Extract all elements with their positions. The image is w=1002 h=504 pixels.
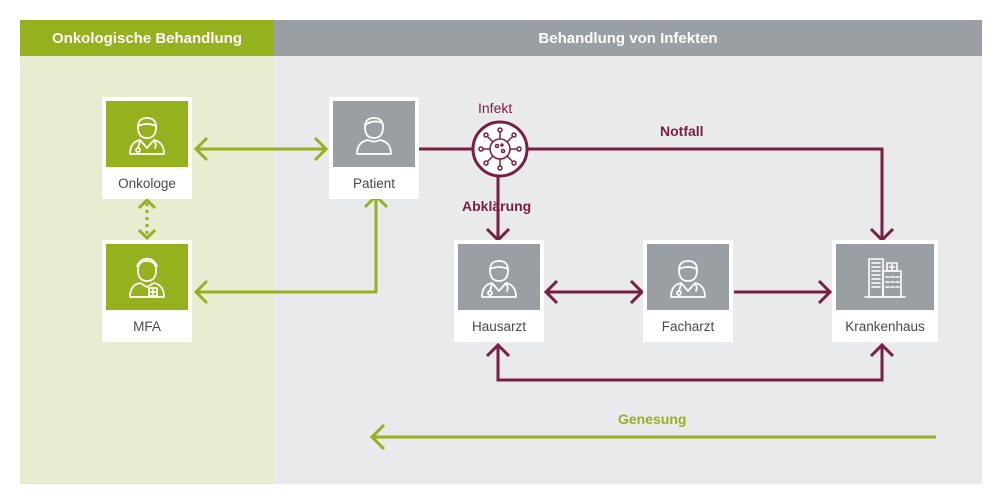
doctor-icon bbox=[129, 117, 165, 155]
notfall-label: Notfall bbox=[660, 123, 704, 139]
person-icon bbox=[356, 117, 392, 155]
node-facharzt: Facharzt bbox=[643, 240, 733, 342]
node-label: Facharzt bbox=[661, 318, 715, 334]
arrow-hausarzt-krankenhaus bbox=[485, 342, 895, 382]
arrow-genesung bbox=[369, 423, 936, 451]
node-label: Krankenhaus bbox=[845, 318, 925, 334]
node-label: Patient bbox=[352, 175, 396, 191]
node-patient: Patient bbox=[329, 97, 419, 199]
arrow-mfa-patient bbox=[193, 193, 389, 305]
node-label: Hausarzt bbox=[471, 318, 527, 334]
node-onkologe: Onkologe bbox=[102, 97, 192, 199]
oncology-header: Onkologische Behandlung bbox=[20, 20, 274, 56]
arrow-onkologe-patient bbox=[193, 136, 329, 162]
arrow-onkologe-mfa bbox=[137, 197, 157, 241]
arrow-hausarzt-facharzt bbox=[543, 279, 645, 305]
infekt-label: Infekt bbox=[478, 100, 513, 116]
node-label: Onkologe bbox=[118, 175, 176, 191]
abklaerung-label: Abklärung bbox=[462, 198, 532, 214]
node-hausarzt: Hausarzt bbox=[454, 240, 544, 342]
virus-icon bbox=[471, 120, 529, 178]
doctor-icon bbox=[481, 260, 517, 298]
node-mfa: MFA bbox=[102, 240, 192, 342]
doctor-icon bbox=[670, 260, 706, 298]
arrow-facharzt-krankenhaus bbox=[734, 279, 833, 305]
hospital-icon bbox=[864, 258, 906, 298]
nurse-icon bbox=[129, 257, 165, 298]
node-label: MFA bbox=[133, 318, 161, 334]
node-krankenhaus: Krankenhaus bbox=[832, 240, 938, 342]
infection-header: Behandlung von Infekten bbox=[274, 20, 982, 56]
genesung-label: Genesung bbox=[618, 411, 687, 427]
